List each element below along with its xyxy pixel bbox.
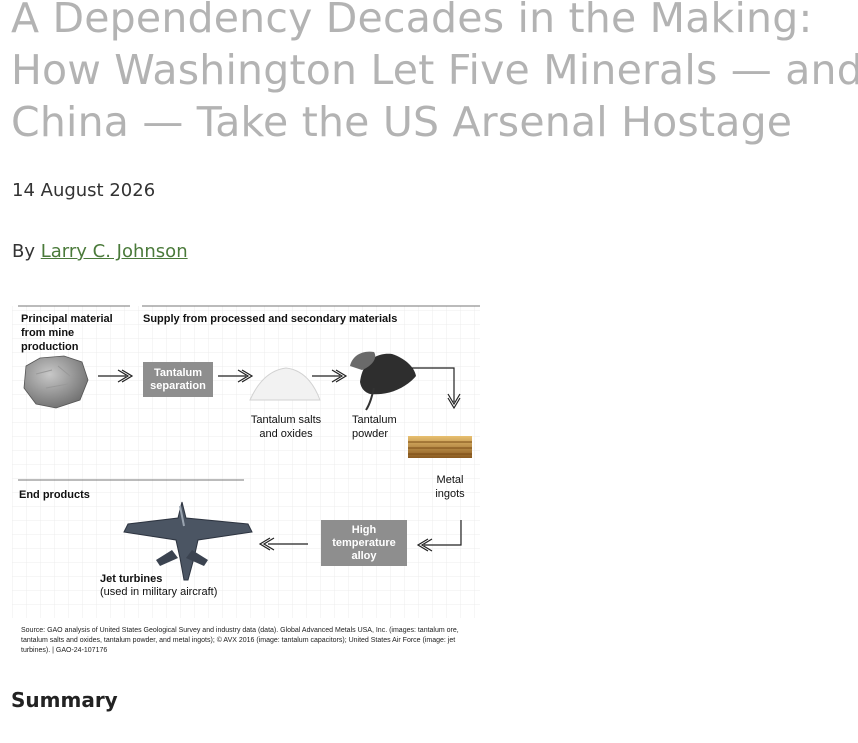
- figure-grid: [12, 306, 480, 618]
- supply-heading: Supply from processed and secondary mate…: [143, 313, 398, 325]
- tantalum-supply-chain-figure: Principal material from mine production …: [12, 296, 482, 658]
- tantalum-powder-image: [350, 351, 416, 411]
- article-title: A Dependency Decades in the Making: How …: [11, 0, 858, 148]
- end-products-heading: End products: [19, 489, 90, 501]
- principal-material-heading: Principal material from mine production: [21, 313, 113, 353]
- flow-arrows: [98, 367, 462, 552]
- tantalum-salts-label: Tantalum salts and oxides: [250, 414, 322, 440]
- author-link[interactable]: Larry C. Johnson: [40, 241, 188, 262]
- tantalum-ore-image: [23, 355, 89, 409]
- title-line-2: How Washington Let Five Minerals — and: [11, 46, 858, 94]
- byline: By Larry C. Johnson: [12, 241, 188, 262]
- metal-ingots-image: [408, 436, 472, 458]
- summary-heading: Summary: [11, 688, 118, 712]
- metal-ingots-label: Metal ingots: [435, 474, 465, 500]
- jet-turbines-sublabel: (used in military aircraft): [100, 586, 218, 598]
- byline-prefix: By: [12, 241, 41, 262]
- tantalum-powder-label: Tantalum powder: [352, 414, 397, 440]
- jet-aircraft-image: [123, 501, 253, 581]
- title-line-3: China — Take the US Arsenal Hostage: [11, 98, 793, 146]
- publish-date: 14 August 2026: [12, 180, 156, 201]
- title-line-1: A Dependency Decades in the Making:: [11, 0, 813, 42]
- high-temperature-alloy-box: High temperature alloy: [321, 520, 407, 566]
- tantalum-separation-box: Tantalum separation: [143, 362, 213, 397]
- tantalum-salts-image: [249, 367, 321, 401]
- figure-source-note: Source: GAO analysis of United States Ge…: [21, 627, 459, 654]
- figure-graphics: [12, 305, 480, 618]
- jet-turbines-label: Jet turbines: [100, 573, 163, 585]
